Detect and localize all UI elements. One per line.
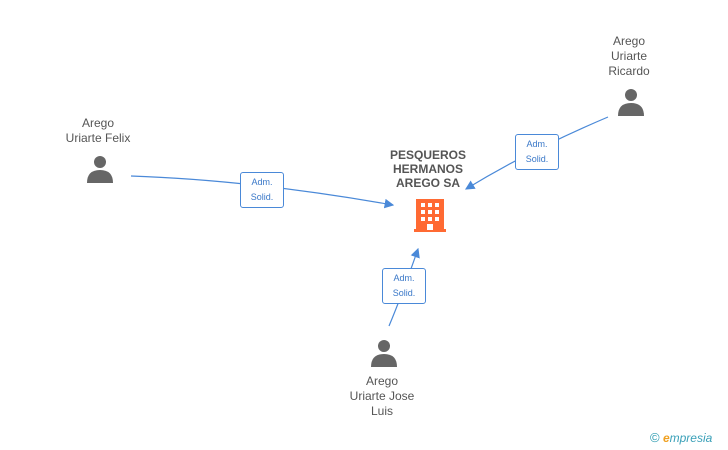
building-icon[interactable] (414, 199, 446, 232)
brand-logo-initial: e (662, 431, 670, 445)
edge-label-ricardo: Adm. Solid. (515, 134, 559, 170)
company-name[interactable]: PESQUEROS HERMANOS AREGO SA (389, 148, 467, 190)
person-icon[interactable] (618, 89, 644, 116)
edge-label-felix: Adm. Solid. (240, 172, 284, 208)
person-name-ricardo[interactable]: Arego Uriarte Ricardo (608, 34, 650, 78)
brand-footer: © empresia (650, 430, 712, 445)
copyright-symbol: © (650, 430, 660, 445)
person-name-jose[interactable]: Arego Uriarte Jose Luis (349, 374, 415, 418)
person-icon[interactable] (87, 156, 113, 183)
person-icon[interactable] (371, 340, 397, 367)
brand-logo-text: mpresia (669, 431, 713, 445)
person-name-felix[interactable]: Arego Uriarte Felix (65, 116, 131, 145)
edge-label-jose: Adm. Solid. (382, 268, 426, 304)
